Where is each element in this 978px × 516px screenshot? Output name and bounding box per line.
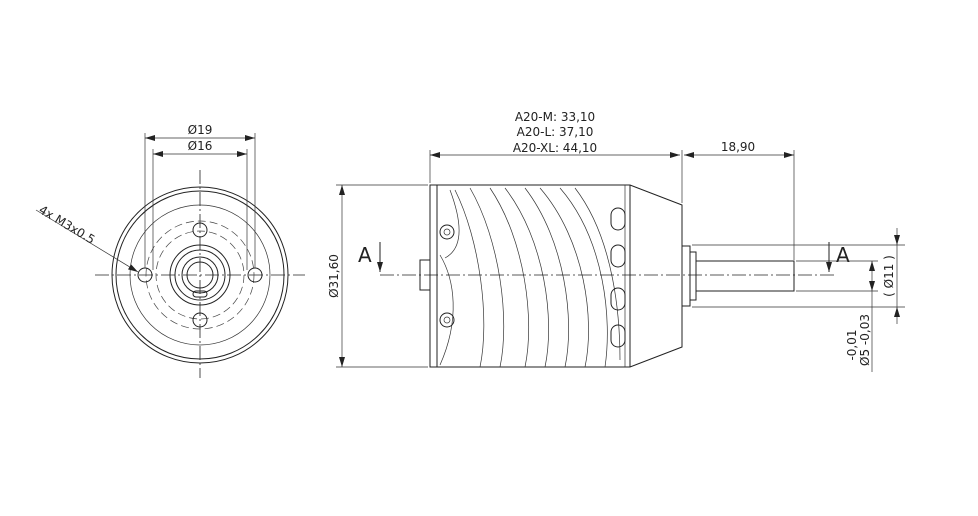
length-a20-m: A20-M: 33,10 (515, 110, 595, 124)
section-marker-left: A (358, 243, 372, 267)
body-diameter: Ø31,60 (327, 254, 341, 298)
mount-hole (192, 222, 208, 238)
front-view: Ø19 Ø16 4x M3x0.5 (35, 123, 305, 378)
shaft-tolerance: -0,01 (845, 329, 859, 360)
shaft-length: 18,90 (721, 140, 755, 154)
screw-icon (439, 224, 455, 240)
shaft-diameter: Ø5 -0,03 (858, 314, 872, 366)
vent-slots (610, 207, 626, 348)
thread-callout: 4x M3x0.5 (36, 203, 97, 247)
section-marker-right: A (836, 243, 850, 267)
length-a20-l: A20-L: 37,10 (517, 125, 594, 139)
dim-hole-circle-16: Ø16 (188, 139, 213, 153)
helical-grooves (439, 187, 621, 368)
side-view: A A A20-M: 33,10 A20-L: 37,10 A20-XL: 44… (327, 110, 905, 372)
mount-hole (192, 312, 208, 328)
length-a20-xl: A20-XL: 44,10 (513, 141, 597, 155)
dim-hole-circle-19: Ø19 (188, 123, 213, 137)
screw-icon (439, 312, 455, 328)
collar-diameter: ( Ø11 ) (882, 255, 896, 297)
